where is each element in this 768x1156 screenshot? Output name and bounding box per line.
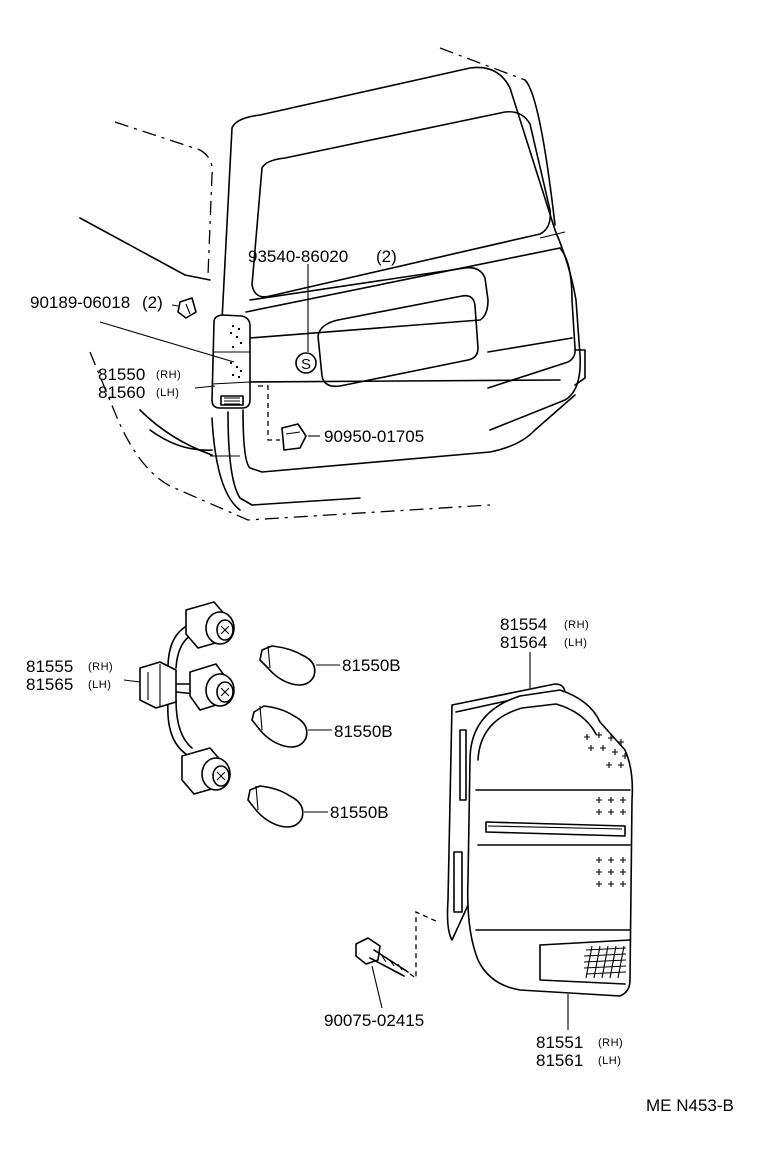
lens-plus-pattern	[584, 732, 628, 887]
gasket-rh-label: 81554	[500, 615, 547, 634]
clip-screw-label: 90189-06018	[30, 293, 130, 312]
figure-code: ME N453-B	[646, 1096, 734, 1115]
socket-middle	[189, 663, 235, 711]
socket-rh-side-label: (RH)	[88, 661, 113, 673]
leader-lines-bottom	[123, 652, 569, 1030]
bulb-2-label: 81550B	[334, 722, 393, 741]
nut-qty-label: (2)	[376, 247, 397, 266]
bulb-1-label: 81550B	[342, 656, 401, 675]
socket-top	[185, 601, 235, 649]
tail-lamp-exploded	[446, 683, 634, 997]
gasket-lh-label: 81564	[500, 633, 547, 652]
lamp-rh-side-label: (RH)	[156, 369, 181, 381]
lamp-rh-label: 81550	[98, 365, 145, 384]
vehicle-rear-illustration: S	[79, 47, 586, 521]
screw-label: 90075-02415	[324, 1011, 424, 1030]
lens-lh-side-label: (LH)	[598, 1055, 621, 1067]
lens-lh-label: 81561	[536, 1051, 583, 1070]
lens-rh-label: 81551	[536, 1033, 583, 1052]
clip-part	[258, 385, 307, 451]
socket-rh-label: 81555	[26, 657, 73, 676]
clip-label: 90950-01705	[324, 427, 424, 446]
socket-harness-illustration	[139, 601, 235, 795]
screw-part	[355, 910, 439, 980]
clip-screw-part	[177, 297, 197, 319]
socket-lh-label: 81565	[26, 675, 73, 694]
bulb-1	[259, 645, 316, 686]
nut-label: 93540-86020	[248, 247, 348, 266]
part-labels: 93540-86020 (2) 90189-06018 (2) 81550 (R…	[26, 247, 734, 1115]
bulb-2	[251, 705, 308, 748]
bulb-3-label: 81550B	[330, 803, 389, 822]
socket-lh-side-label: (LH)	[88, 679, 111, 691]
lens-rh-side-label: (RH)	[598, 1037, 623, 1049]
bulbs-illustration	[247, 645, 340, 828]
clip-screw-qty-label: (2)	[142, 293, 163, 312]
gasket-rh-side-label: (RH)	[564, 619, 589, 631]
nut-symbol: S	[295, 352, 317, 374]
leader-lines-top	[99, 264, 320, 437]
bulb-3	[247, 785, 304, 828]
lamp-lh-label: 81560	[98, 383, 145, 402]
gasket-lh-side-label: (LH)	[564, 637, 587, 649]
reflector-pattern	[583, 945, 627, 979]
lamp-lh-side-label: (LH)	[156, 387, 179, 399]
nut-symbol-letter: S	[301, 356, 311, 373]
socket-bottom	[181, 747, 231, 795]
